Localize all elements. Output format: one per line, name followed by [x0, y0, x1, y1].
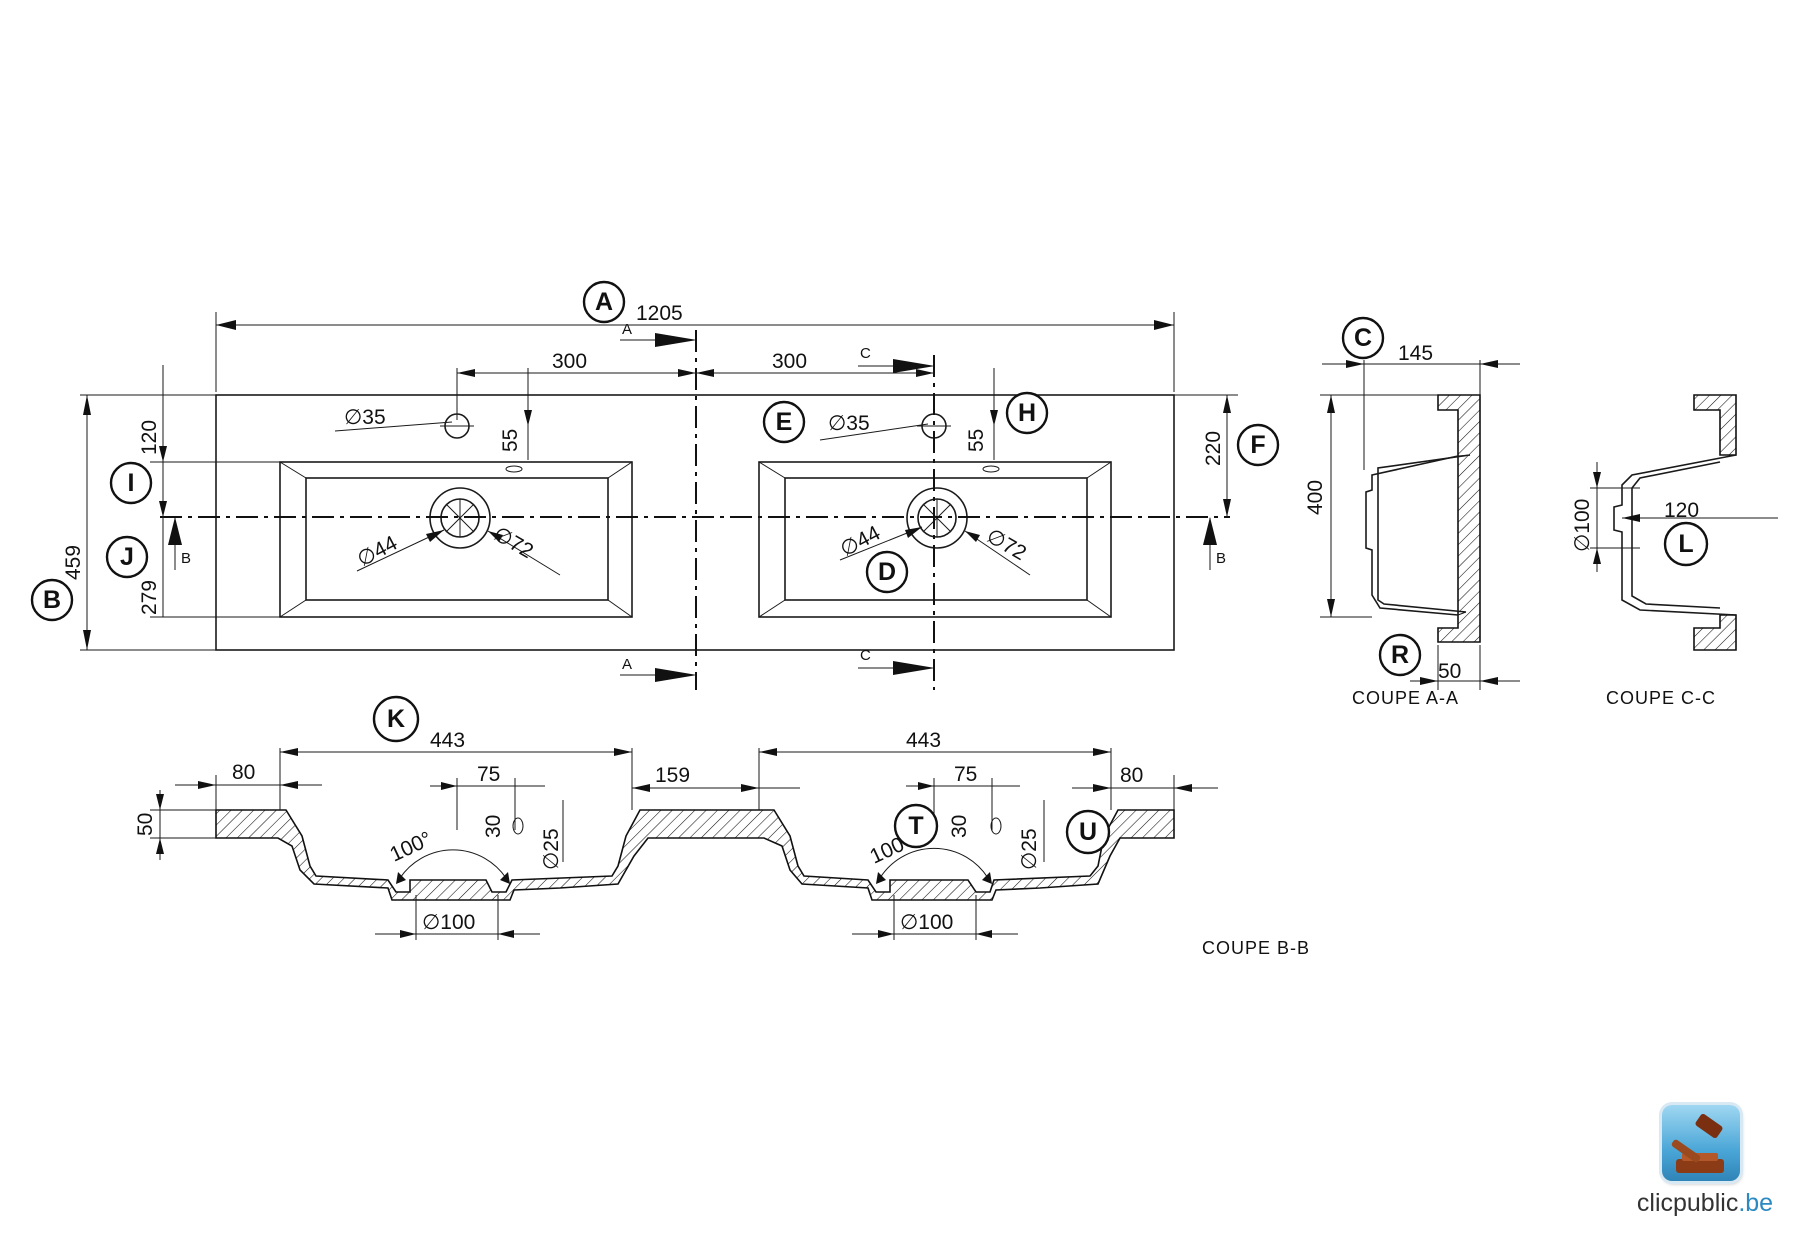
- section-b-left: B: [181, 550, 191, 567]
- dim-bb-drain-left: ∅100: [422, 911, 475, 934]
- dim-drain-inner-left: ∅44: [354, 531, 402, 571]
- dim-tap-offset-left: 300: [552, 350, 587, 373]
- dim-bb-bowl-right: 443: [906, 729, 941, 752]
- label-b: B: [43, 586, 61, 614]
- dim-bb-drain-right: ∅100: [900, 911, 953, 934]
- dim-front-to-axis-left: 279: [138, 580, 161, 615]
- dim-bb-middle: 159: [655, 764, 690, 787]
- dim-bb-edge-right: 80: [1120, 764, 1143, 787]
- clicpublic-logo[interactable]: clicpublic.be: [1620, 1105, 1790, 1235]
- logo-tld: .be: [1738, 1189, 1774, 1217]
- label-l: L: [1678, 530, 1693, 558]
- section-bb: 443 443 80 159 80 75 75 30: [134, 695, 1310, 958]
- label-d: D: [878, 558, 896, 586]
- dim-cc-offset: 120: [1664, 499, 1699, 522]
- dim-aa-height: 400: [1304, 480, 1327, 515]
- caption-bb: COUPE B-B: [1202, 938, 1310, 958]
- dim-bb-edge-left: 80: [232, 761, 255, 784]
- label-j: J: [120, 543, 134, 571]
- label-i: I: [128, 469, 135, 497]
- label-c: C: [1354, 324, 1372, 352]
- dim-bb-overflow-right: 30: [948, 815, 971, 838]
- left-basin: [279, 413, 633, 618]
- dim-aa-wall: 50: [1438, 660, 1461, 683]
- label-f: F: [1250, 431, 1265, 459]
- dim-bb-thickness: 50: [134, 813, 157, 836]
- dim-tap-to-bowl-right: 55: [965, 429, 988, 452]
- overflow-left: [505, 465, 523, 473]
- section-cc: ∅100 120 L COUPE C-C: [1571, 394, 1778, 708]
- dim-bb-bowl-left: 443: [430, 729, 465, 752]
- caption-aa: COUPE A-A: [1352, 688, 1459, 708]
- section-a-bottom: A: [622, 656, 632, 673]
- dim-aa-depth: 145: [1398, 342, 1433, 365]
- dim-bb-overflow-dia-right: ∅25: [1018, 828, 1041, 870]
- section-a-top: A: [622, 321, 632, 338]
- gavel-icon: [1662, 1105, 1740, 1181]
- dim-bb-tap-right: 75: [954, 763, 977, 786]
- dim-bb-angle-left: 100°: [386, 827, 435, 866]
- label-k: K: [387, 705, 405, 733]
- plan-view: A A C C B B 1205 300 300: [30, 280, 1280, 690]
- dim-rear-to-axis-left: 120: [138, 420, 161, 455]
- label-r: R: [1391, 641, 1409, 669]
- label-a: A: [595, 288, 613, 316]
- dim-tap-offset-right: 300: [772, 350, 807, 373]
- dim-tap-to-bowl-left: 55: [499, 429, 522, 452]
- section-c-top: C: [860, 345, 871, 362]
- overflow-right: [982, 465, 1000, 473]
- dim-cc-drain: ∅100: [1571, 499, 1594, 552]
- label-u: U: [1079, 818, 1097, 846]
- dim-overall-width: 1205: [636, 302, 683, 325]
- label-h: H: [1018, 399, 1036, 427]
- dim-tap-hole-left: ∅35: [344, 406, 386, 429]
- dim-tap-hole-right: ∅35: [828, 412, 870, 435]
- dim-rear-to-axis-right: 220: [1202, 431, 1225, 466]
- section-b-right: B: [1216, 550, 1226, 567]
- section-aa: 145 400 50 C R COUPE A-A: [1304, 316, 1520, 708]
- dim-overall-depth: 459: [62, 545, 85, 580]
- label-e: E: [776, 408, 793, 436]
- label-t: T: [908, 812, 923, 840]
- section-c-bottom: C: [860, 647, 871, 664]
- dim-bb-overflow-dia-left: ∅25: [540, 828, 563, 870]
- dim-bb-overflow-left: 30: [482, 815, 505, 838]
- logo-name: clicpublic: [1636, 1189, 1739, 1217]
- caption-cc: COUPE C-C: [1606, 688, 1716, 708]
- dim-bb-tap-left: 75: [477, 763, 500, 786]
